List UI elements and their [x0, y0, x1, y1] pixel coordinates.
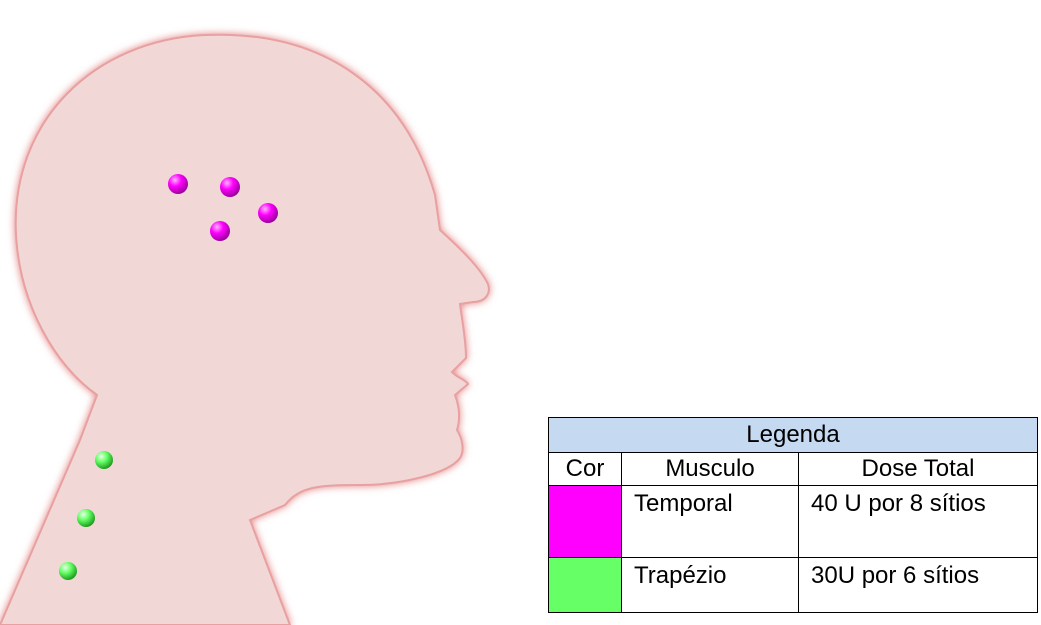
legend-row-temporal: Temporal 40 U por 8 sítios — [549, 486, 1038, 558]
trapezius-marker-2 — [77, 509, 95, 527]
temporal-marker-2 — [220, 177, 240, 197]
muscle-temporal: Temporal — [622, 486, 799, 558]
temporal-marker-3 — [258, 203, 278, 223]
legend-row-trapezius: Trapézio 30U por 6 sítios — [549, 558, 1038, 613]
temporal-marker-4 — [210, 221, 230, 241]
trapezius-marker-1 — [95, 451, 113, 469]
color-swatch-temporal — [549, 486, 622, 558]
dose-trapezius: 30U por 6 sítios — [799, 558, 1038, 613]
header-dose: Dose Total — [799, 453, 1038, 486]
dose-temporal: 40 U por 8 sítios — [799, 486, 1038, 558]
head-silhouette — [0, 35, 489, 625]
legend-header-row: Cor Musculo Dose Total — [549, 453, 1038, 486]
trapezius-marker-3 — [59, 562, 77, 580]
legend-table: Legenda Cor Musculo Dose Total Temporal … — [548, 417, 1038, 613]
header-color: Cor — [549, 453, 622, 486]
color-swatch-trapezius — [549, 558, 622, 613]
head-profile-diagram — [0, 0, 520, 625]
legend-title: Legenda — [549, 418, 1038, 453]
muscle-trapezius: Trapézio — [622, 558, 799, 613]
legend-title-row: Legenda — [549, 418, 1038, 453]
temporal-marker-1 — [168, 174, 188, 194]
header-muscle: Musculo — [622, 453, 799, 486]
